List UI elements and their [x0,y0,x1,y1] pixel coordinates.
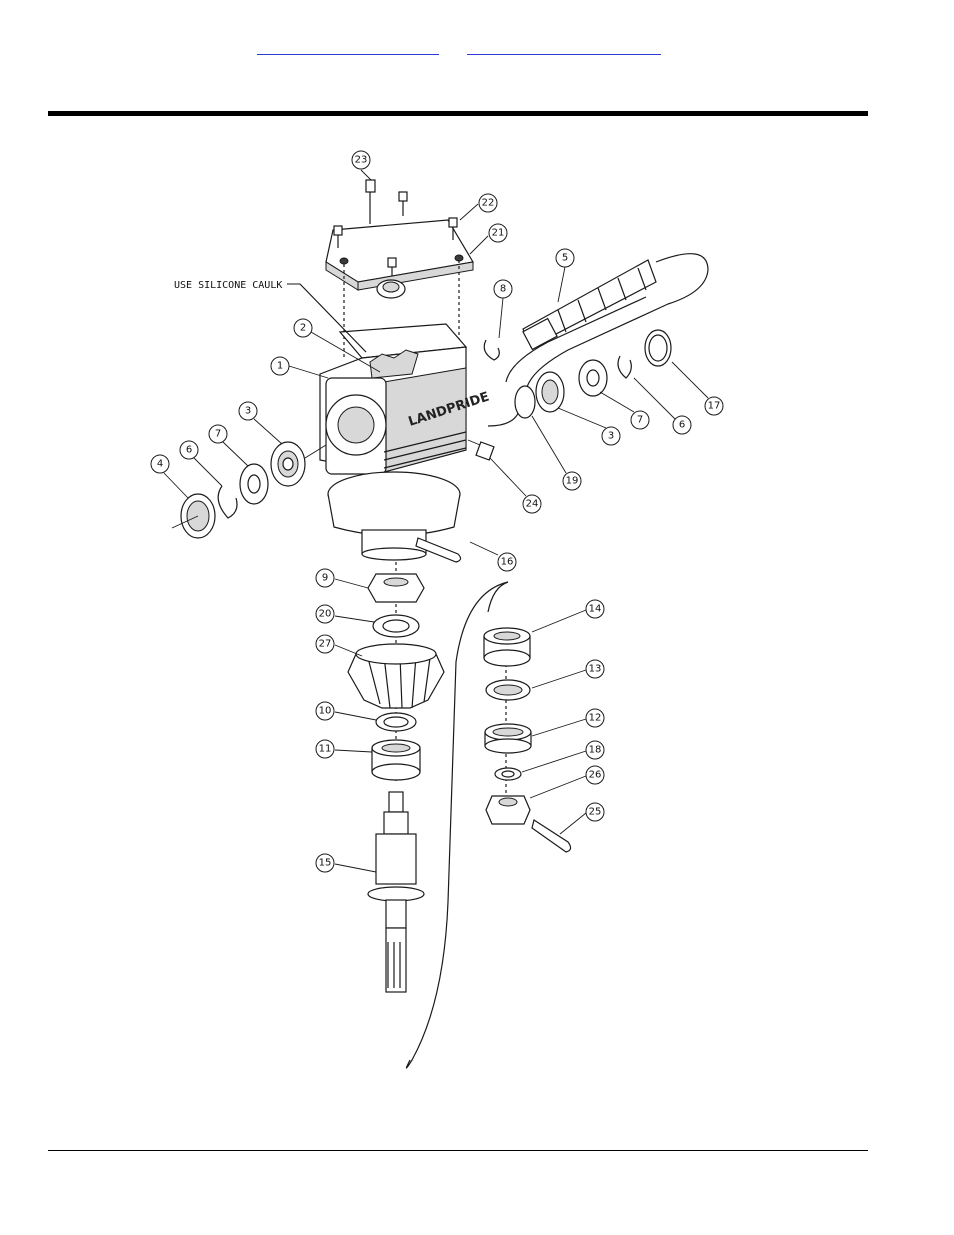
svg-text:25: 25 [589,807,602,818]
callout-23: 23 [351,150,372,181]
callout-26: 26 [529,765,605,799]
callout-2: 2 [293,318,381,373]
svg-text:19: 19 [566,476,579,487]
svg-text:26: 26 [589,770,602,781]
svg-text:3: 3 [245,406,251,417]
svg-text:8: 8 [500,284,506,295]
callout-27: 27 [315,634,363,657]
svg-text:12: 12 [589,713,602,724]
callout-7-right: 7 [599,391,650,430]
header-rule [48,111,868,116]
svg-text:15: 15 [319,858,332,869]
svg-text:27: 27 [319,639,332,650]
callout-24: 24 [489,457,542,514]
callout-9: 9 [315,568,369,589]
svg-text:6: 6 [186,445,192,456]
svg-text:3: 3 [608,431,614,442]
assembly-group-outline [405,581,509,1069]
svg-text:13: 13 [589,664,602,675]
svg-text:18: 18 [589,745,602,756]
footer-rule [48,1150,868,1151]
bearing-stack [483,627,572,853]
svg-text:10: 10 [319,706,332,717]
svg-text:9: 9 [322,573,328,584]
svg-text:14: 14 [589,604,602,615]
callout-10: 10 [315,701,377,721]
svg-text:22: 22 [482,198,495,209]
gearbox-housing: LANDPRIDE [319,323,491,561]
callout-17: 17 [671,361,724,416]
callout-22: 22 [459,193,498,221]
svg-text:1: 1 [277,361,283,372]
callout-21: 21 [469,223,508,255]
svg-text:4: 4 [157,459,163,470]
callout-19: 19 [531,415,582,491]
svg-text:5: 5 [562,253,568,264]
svg-text:7: 7 [637,415,643,426]
callout-14: 14 [531,599,605,633]
callout-20: 20 [315,604,375,624]
svg-text:20: 20 [319,609,332,620]
callout-7-left: 7 [208,424,249,467]
left-side-components [171,441,327,539]
callout-5: 5 [555,248,575,303]
callout-8: 8 [493,279,513,339]
svg-text:21: 21 [492,228,505,239]
svg-text:6: 6 [679,420,685,431]
svg-text:17: 17 [708,401,721,412]
callout-13: 13 [531,659,605,689]
svg-text:2: 2 [300,323,306,334]
callout-1: 1 [270,356,329,379]
silicone-caulk-note: USE SILICONE CAULK [174,280,367,353]
output-shaft-stack [347,537,462,993]
svg-text:11: 11 [319,744,332,755]
callout-11: 11 [315,739,373,759]
svg-text:7: 7 [215,429,221,440]
callout-18: 18 [521,740,605,773]
svg-text:USE SILICONE CAULK: USE SILICONE CAULK [174,280,282,291]
breather-fitting [467,439,495,461]
header-link-2[interactable] [467,38,661,55]
callout-16: 16 [469,541,517,572]
header-link-1[interactable] [257,38,439,55]
callout-6-right: 6 [633,377,692,435]
callout-6-left: 6 [179,440,223,487]
callout-4: 4 [150,454,189,499]
top-cover [325,219,474,299]
callout-3-right: 3 [557,407,621,446]
svg-text:24: 24 [526,499,539,510]
callout-3-left: 3 [238,401,283,445]
svg-text:23: 23 [355,155,368,166]
input-shaft-assembly [483,253,709,427]
exploded-parts-diagram: LANDPRIDE [148,142,728,1077]
callout-12: 12 [531,708,605,737]
svg-text:16: 16 [501,557,514,568]
callout-25: 25 [559,802,605,835]
callout-15: 15 [315,853,377,873]
